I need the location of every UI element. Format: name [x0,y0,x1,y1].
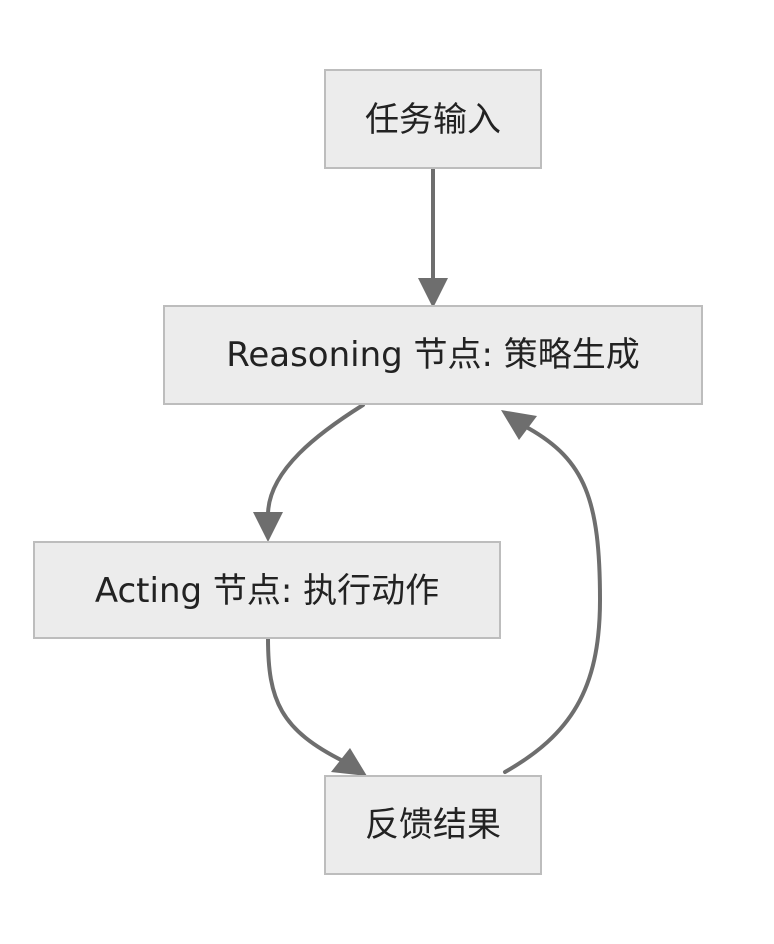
node-reasoning: Reasoning 节点: 策略生成 [163,305,703,405]
node-task-input: 任务输入 [324,69,542,169]
node-acting-box [33,541,501,639]
edge-feedback-to-reasoning [503,426,603,774]
edge-reasoning-to-acting [266,403,365,517]
node-task-input-label: 任务输入 [365,100,501,140]
node-acting-label: Acting 节点: 执行动作 [95,571,439,611]
edges [253,166,603,776]
arrowhead-acting-to-feedback [331,748,367,776]
node-feedback-box [324,775,542,875]
node-acting: Acting 节点: 执行动作 [33,541,501,639]
edge-acting-to-feedback [266,636,347,764]
node-feedback-label: 反馈结果 [365,805,501,845]
node-feedback: 反馈结果 [324,775,542,875]
node-reasoning-label: Reasoning 节点: 策略生成 [226,335,640,375]
node-task-input-box [324,69,542,169]
node-reasoning-box [163,305,703,405]
arrowhead-feedback-to-reasoning [501,410,537,440]
arrowhead-input-to-reasoning [418,278,448,308]
arrowhead-reasoning-to-acting [253,512,283,542]
